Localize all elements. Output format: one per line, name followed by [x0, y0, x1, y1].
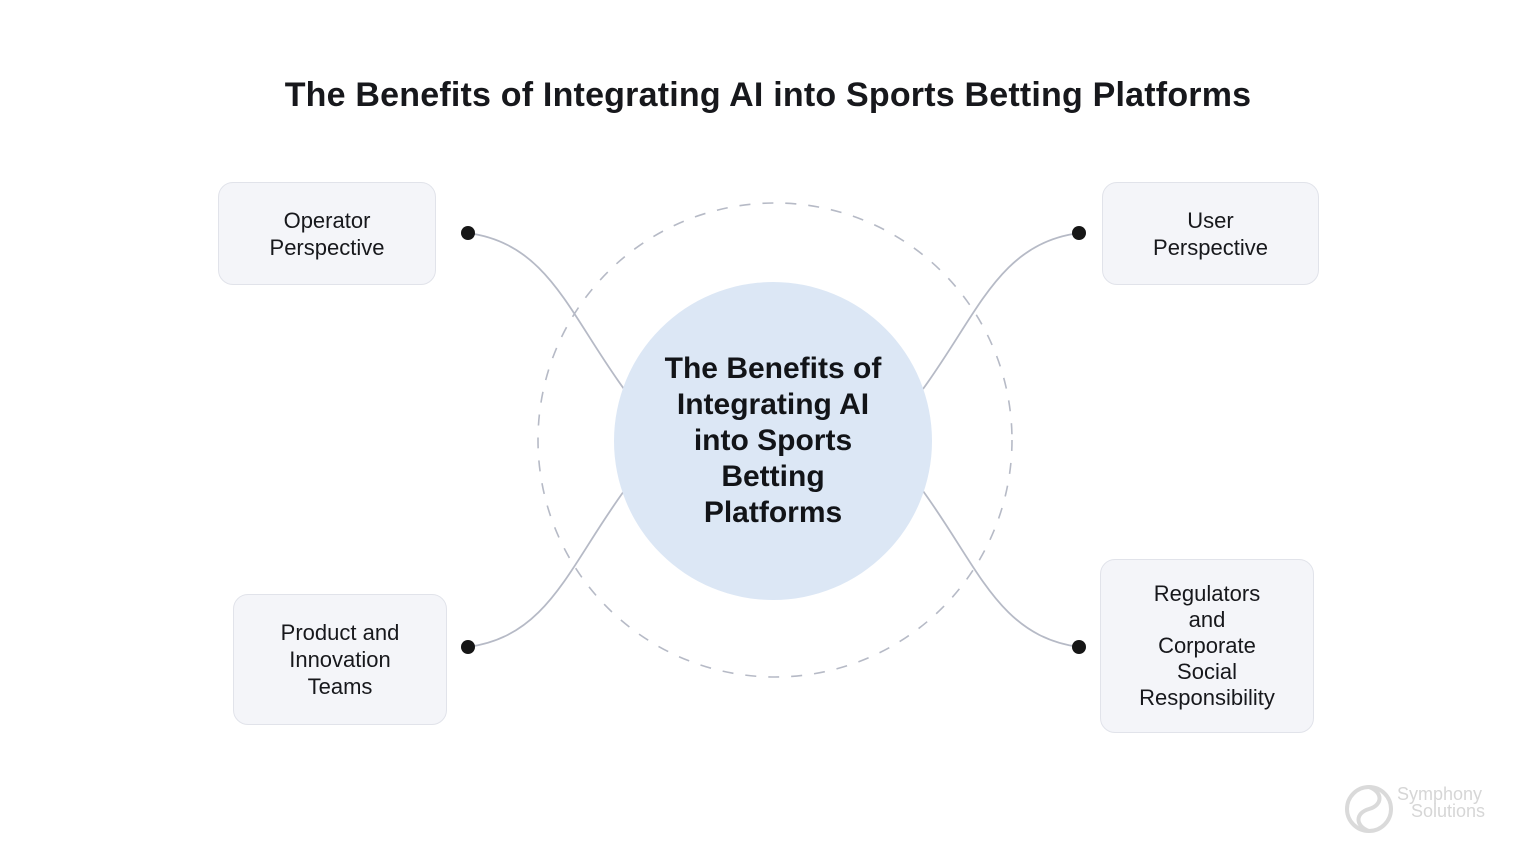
connector-top-left: [467, 232, 625, 390]
dot-bottom-right: [1072, 640, 1086, 654]
node-label: Operator Perspective: [269, 207, 385, 260]
node-user-perspective: User Perspective: [1102, 182, 1319, 285]
node-label: Product and Innovation Teams: [280, 620, 400, 699]
node-regulators-csr: Regulators and Corporate Social Responsi…: [1100, 559, 1314, 733]
center-node-label: The Benefits of Integrating AI into Spor…: [664, 352, 882, 529]
brand-logo: Symphony Solutions: [1343, 783, 1485, 835]
dot-top-left: [461, 226, 475, 240]
connector-bottom-right: [922, 490, 1080, 648]
node-label: Regulators and Corporate Social Responsi…: [1139, 581, 1275, 710]
dot-bottom-left: [461, 640, 475, 654]
logo-wordmark: Symphony Solutions: [1397, 784, 1486, 821]
connector-top-right: [922, 232, 1080, 390]
dashed-ring: [537, 202, 1013, 678]
center-circle: [614, 282, 932, 600]
symphony-logo-icon: [1345, 785, 1393, 833]
node-operator-perspective: Operator Perspective: [218, 182, 436, 285]
dot-top-right: [1072, 226, 1086, 240]
logo-line2: Solutions: [1411, 801, 1486, 821]
connector-bottom-left: [467, 490, 625, 648]
node-label: User Perspective: [1153, 207, 1268, 260]
node-product-innovation-teams: Product and Innovation Teams: [233, 594, 447, 725]
logo-line1: Symphony: [1397, 784, 1483, 804]
page-title: The Benefits of Integrating AI into Spor…: [284, 76, 1252, 114]
